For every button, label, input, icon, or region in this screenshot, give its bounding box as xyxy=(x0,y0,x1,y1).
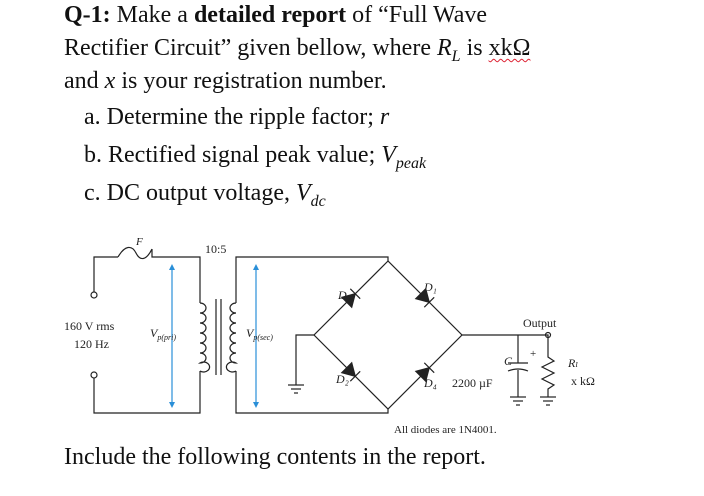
output-label: Output xyxy=(523,316,557,330)
item-ripple-factor: a. Determine the ripple factor; r xyxy=(84,104,390,130)
load-value-text: xkΩ xyxy=(488,35,531,61)
terminal-bottom xyxy=(90,371,98,379)
output-node xyxy=(544,331,552,339)
primary-wire-fuse xyxy=(151,249,201,303)
load-resistor xyxy=(540,345,556,397)
secondary-wire-bottom xyxy=(235,371,389,414)
primary-coil xyxy=(197,302,211,373)
source-frequency-label: 120 Hz xyxy=(74,337,109,351)
output-wire xyxy=(462,334,549,345)
diode-d1-label: D₁ xyxy=(423,280,437,294)
question-line-3: and x is your registration number. xyxy=(64,68,387,94)
question-line-2: Rectifier Circuit” given bellow, where R… xyxy=(64,35,531,65)
item-dc-voltage: c. DC output voltage, Vdc xyxy=(84,180,326,210)
diode-d2 xyxy=(340,361,361,382)
diode-d1 xyxy=(414,287,435,308)
capacitor-value: 2200 µF xyxy=(452,376,493,390)
fuse-label: F xyxy=(135,236,143,248)
ground-symbol xyxy=(510,396,526,406)
primary-wire-top xyxy=(93,256,118,292)
footer-instruction: Include the following contents in the re… xyxy=(64,444,486,470)
diode-d3 xyxy=(340,288,361,309)
ground-symbol xyxy=(540,396,556,406)
secondary-coil xyxy=(225,302,239,373)
diode-d3-label: D₃ xyxy=(337,288,351,302)
terminal-top xyxy=(90,291,98,299)
question-number: Q-1: xyxy=(64,2,111,28)
diode-note: All diodes are 1N4001. xyxy=(394,424,497,436)
diode-d2-label: D₂ xyxy=(335,372,349,386)
diode-d4-label: D₄ xyxy=(423,376,437,390)
capacitor-plate-curved xyxy=(507,368,529,372)
turns-ratio-label: 10:5 xyxy=(205,242,226,256)
capacitor-polarity: + xyxy=(530,348,536,360)
bridge-rectifier xyxy=(313,260,463,410)
source-voltage-label: 160 V rms xyxy=(64,319,115,333)
ground-symbol xyxy=(288,384,304,394)
load-resistor-label: Rₗ xyxy=(567,356,578,370)
diode-d4 xyxy=(414,362,435,383)
rectifier-circuit-diagram: F 10:5 160 V rms 120 Hz Vp(pri) Vp(sec) … xyxy=(64,236,595,436)
load-resistor-value: x kΩ xyxy=(571,374,595,388)
secondary-wire-top xyxy=(235,256,389,303)
question-emphasis: detailed report xyxy=(193,2,347,28)
vsec-label: Vp(sec) xyxy=(246,326,273,342)
fuse xyxy=(117,246,153,260)
capacitor-label: C xyxy=(504,354,513,368)
primary-wire-bottom xyxy=(93,371,201,414)
ground-wire xyxy=(295,334,314,385)
item-peak-value: b. Rectified signal peak value; Vpeak xyxy=(84,142,427,172)
question-line-1: Q-1: Make a detailed report of “Full Wav… xyxy=(64,2,488,28)
vpri-label: Vp(pri) xyxy=(150,326,176,342)
